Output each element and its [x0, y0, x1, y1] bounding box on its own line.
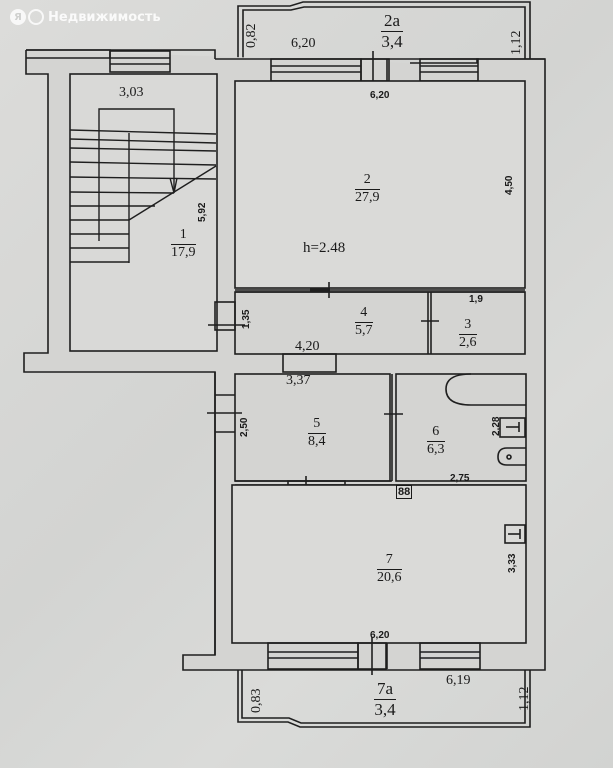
logo-ring-icon — [28, 9, 44, 25]
meter-symbol: 88 — [396, 485, 413, 499]
room-5-label: 5 8,4 — [308, 416, 326, 449]
dim-balcony-bottom-left: 0,83 — [249, 688, 264, 714]
dim-balcony-bottom-length: 6,19 — [446, 673, 471, 688]
brand-text: Недвижимость — [48, 9, 161, 25]
room-7a-label: 7a 3,4 — [374, 679, 397, 719]
balcony-7a-outline — [237, 670, 531, 728]
dim-corridor: 1,35 — [241, 309, 252, 329]
room-6-label: 6 6,3 — [427, 424, 445, 457]
dim-room4-length: 4,20 — [295, 339, 320, 354]
dim-room6-height: 2,28 — [491, 416, 502, 436]
dim-room6-width: 2,75 — [450, 473, 470, 484]
room-4-label: 4 5,7 — [355, 305, 373, 338]
dim-room5-width: 3,37 — [286, 373, 311, 388]
room-7-label: 7 20,6 — [377, 552, 402, 585]
dim-room3-width: 1,9 — [469, 294, 483, 305]
dim-room5-height: 2,50 — [239, 417, 250, 437]
dim-room2-width: 6,20 — [370, 90, 390, 101]
room-2a-label: 2a 3,4 — [381, 11, 404, 51]
watermark: Я Недвижимость — [10, 9, 161, 25]
dim-balcony-top-length: 6,20 — [291, 36, 316, 51]
dim-room2-height: 4,50 — [504, 175, 515, 195]
room-2-label: 2 27,9 — [355, 172, 380, 205]
logo-letter: Я — [10, 9, 26, 25]
balcony-2a-outline — [237, 1, 531, 59]
dim-balcony-top-right: 1,12 — [509, 30, 524, 56]
dim-balcony-bottom-right: 1,12 — [517, 686, 532, 712]
dim-stair-width: 3,03 — [119, 85, 144, 100]
dim-stair-length: 5,92 — [197, 202, 208, 222]
yandex-logo-icon: Я — [10, 9, 44, 25]
dim-room7-height: 3,33 — [507, 553, 518, 573]
room-1-label: 1 17,9 — [171, 227, 196, 260]
room-3-label: 3 2,6 — [459, 317, 477, 350]
dim-balcony-top-left: 0,82 — [244, 23, 259, 49]
dim-room7-width: 6,20 — [370, 630, 390, 641]
ceiling-height-label: h=2.48 — [303, 240, 346, 256]
